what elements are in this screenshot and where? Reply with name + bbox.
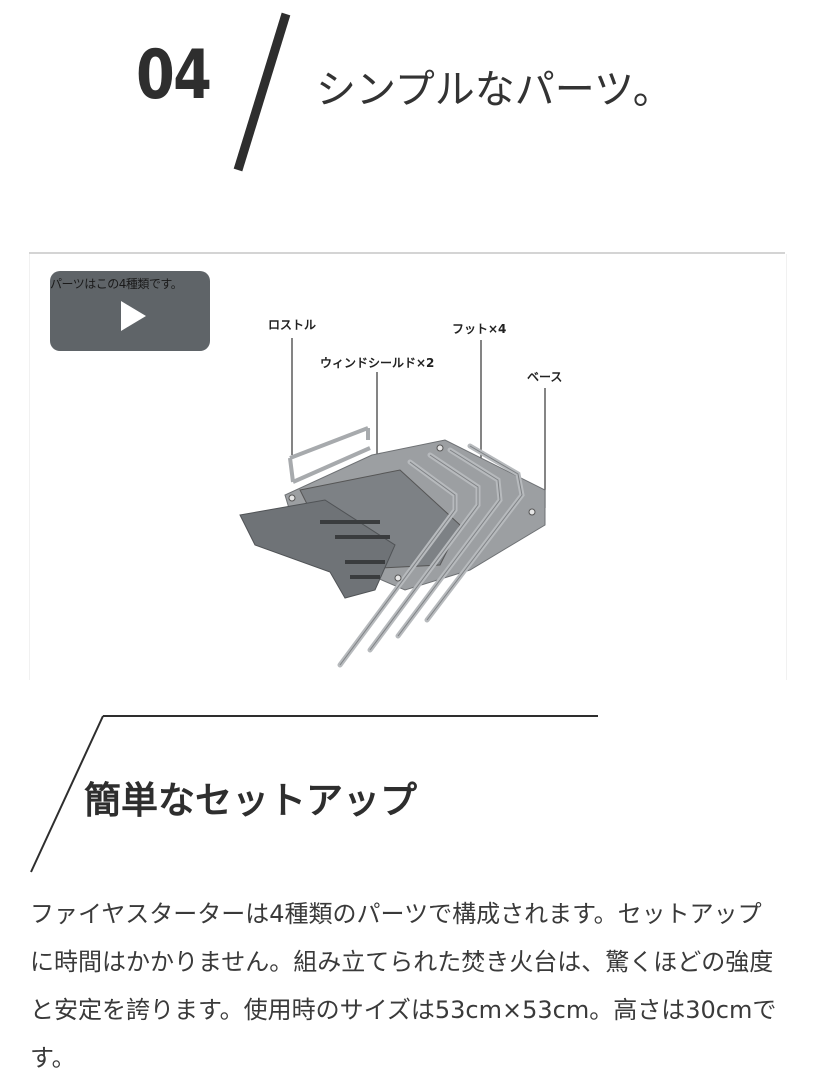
label-foot: フット×4 [452,322,507,336]
section-body-text: ファイヤスターターは4種類のパーツで構成されます。セットアップに時間はかかりませ… [30,900,777,1072]
video-caption: パーツはこの4種類です。 [50,277,183,291]
video-play-button[interactable]: パーツはこの4種類です。 [50,271,210,351]
section-number: 04 [136,36,212,115]
label-windshield: ウィンドシールド×2 [320,356,435,370]
title-slash-decoration [233,12,291,172]
top-divider [29,252,785,254]
play-icon [121,301,146,331]
label-base: ベース [527,370,563,384]
label-rostoru: ロストル [268,318,317,332]
section-title: 簡単なセットアップ [84,779,417,822]
parts-illustration [239,338,546,668]
page-title: シンプルなパーツ。 [316,67,673,113]
subheading-frame-decoration [30,715,598,873]
